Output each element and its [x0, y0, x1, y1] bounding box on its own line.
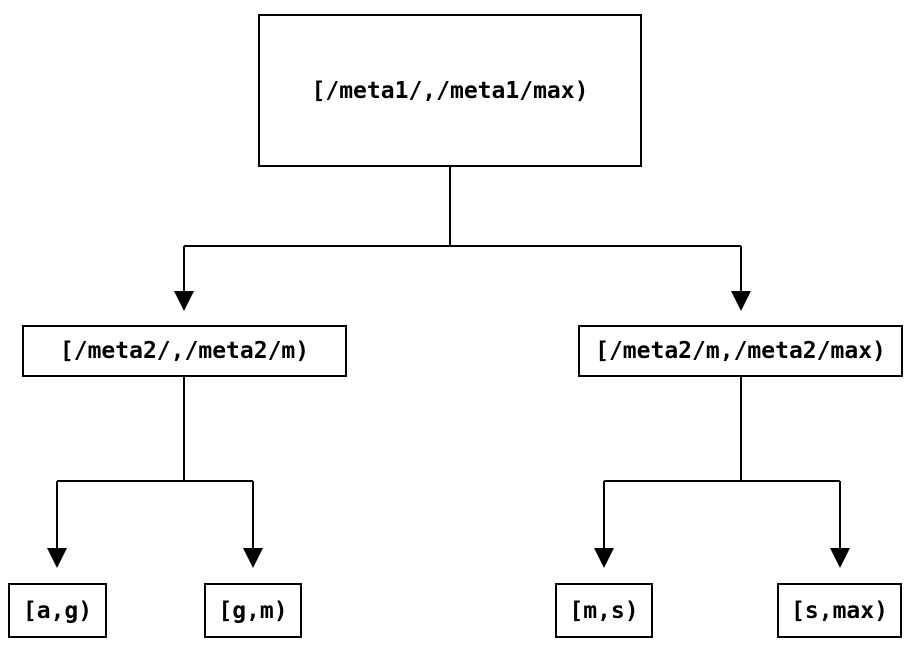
node-left-child-label: [/meta2/,/meta2/m) [59, 338, 310, 364]
node-root-label: [/meta1/,/meta1/max) [311, 77, 589, 104]
node-root: [/meta1/,/meta1/max) [258, 14, 642, 167]
node-leaf-a-g: [a,g) [8, 583, 107, 638]
node-leaf-s-max: [s,max) [777, 583, 902, 638]
edge-left-child-to-leaves [56, 377, 254, 548]
edge-right-child-to-leaves [603, 377, 841, 548]
node-leaf-a-g-label: [a,g) [22, 597, 93, 624]
node-leaf-s-max-label: [s,max) [791, 597, 888, 624]
arrowhead-down-icon [47, 548, 67, 568]
arrowhead-down-icon [243, 548, 263, 568]
arrowhead-down-icon [830, 548, 850, 568]
arrowhead-down-icon [594, 548, 614, 568]
arrowhead-down-icon [731, 291, 751, 311]
node-right-child-label: [/meta2/m,/meta2/max) [595, 338, 886, 364]
node-leaf-g-m-label: [g,m) [218, 597, 288, 624]
node-right-child: [/meta2/m,/meta2/max) [578, 325, 903, 377]
node-leaf-g-m: [g,m) [204, 583, 302, 638]
node-left-child: [/meta2/,/meta2/m) [22, 325, 347, 377]
edge-root-to-children [183, 167, 742, 291]
arrowhead-down-icon [174, 291, 194, 311]
node-leaf-m-s: [m,s) [555, 583, 653, 638]
node-leaf-m-s-label: [m,s) [569, 597, 639, 624]
